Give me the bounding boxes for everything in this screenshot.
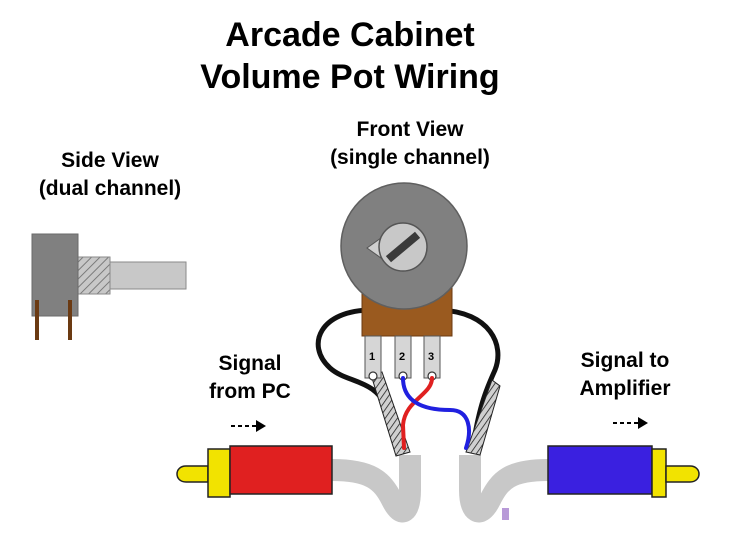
title-line-2: Volume Pot Wiring [200, 58, 500, 96]
left-cable [331, 455, 421, 523]
rca-right-body [547, 445, 653, 495]
side-pot-bushing [75, 256, 111, 295]
pot-shaft-slot [385, 231, 421, 263]
small-mark [502, 508, 509, 520]
cables [331, 455, 549, 523]
signal-from-pc-sublabel: from PC [209, 380, 291, 403]
side-view-pot [31, 233, 187, 340]
front-view-pot [340, 182, 468, 337]
rca-plug-left [176, 445, 333, 498]
side-view-label: Side View [61, 149, 159, 172]
arrow-signal-in [231, 420, 266, 432]
signal-from-pc-label: Signal [218, 352, 282, 375]
rca-left-collar [207, 448, 231, 498]
pin-3-label: 3 [428, 351, 434, 363]
rca-right-tip [665, 465, 700, 483]
side-pot-pin-right [68, 300, 72, 340]
rca-right-collar [651, 448, 667, 498]
cable-shields [371, 371, 501, 457]
signal-to-amplifier-label: Signal to [580, 349, 670, 372]
right-cable [459, 455, 549, 523]
front-view-label: Front View [356, 118, 464, 141]
rca-plug-right [547, 445, 700, 498]
rca-left-tip [176, 465, 209, 483]
rca-left-body [229, 445, 333, 495]
right-shield [465, 379, 501, 456]
signal-to-amplifier-sublabel: Amplifier [579, 377, 671, 400]
side-view-sublabel: (dual channel) [38, 177, 182, 200]
arrow-signal-out [613, 417, 648, 429]
pin-1-label: 1 [369, 351, 375, 363]
red-signal-wire [400, 376, 434, 450]
side-pot-pin-left [35, 300, 39, 340]
blue-signal-wire [401, 376, 471, 450]
pin-1: 1 [364, 335, 382, 381]
pin-3: 3 [423, 335, 441, 381]
pin-2: 2 [394, 335, 412, 381]
title-line-1: Arcade Cabinet [225, 16, 475, 54]
front-view-sublabel: (single channel) [330, 146, 490, 169]
pot-pins: 1 2 3 [364, 335, 441, 381]
pin-2-label: 2 [399, 351, 405, 363]
side-pot-shaft [107, 261, 187, 290]
ground-wire-right [437, 307, 501, 443]
side-pot-body [31, 233, 79, 317]
